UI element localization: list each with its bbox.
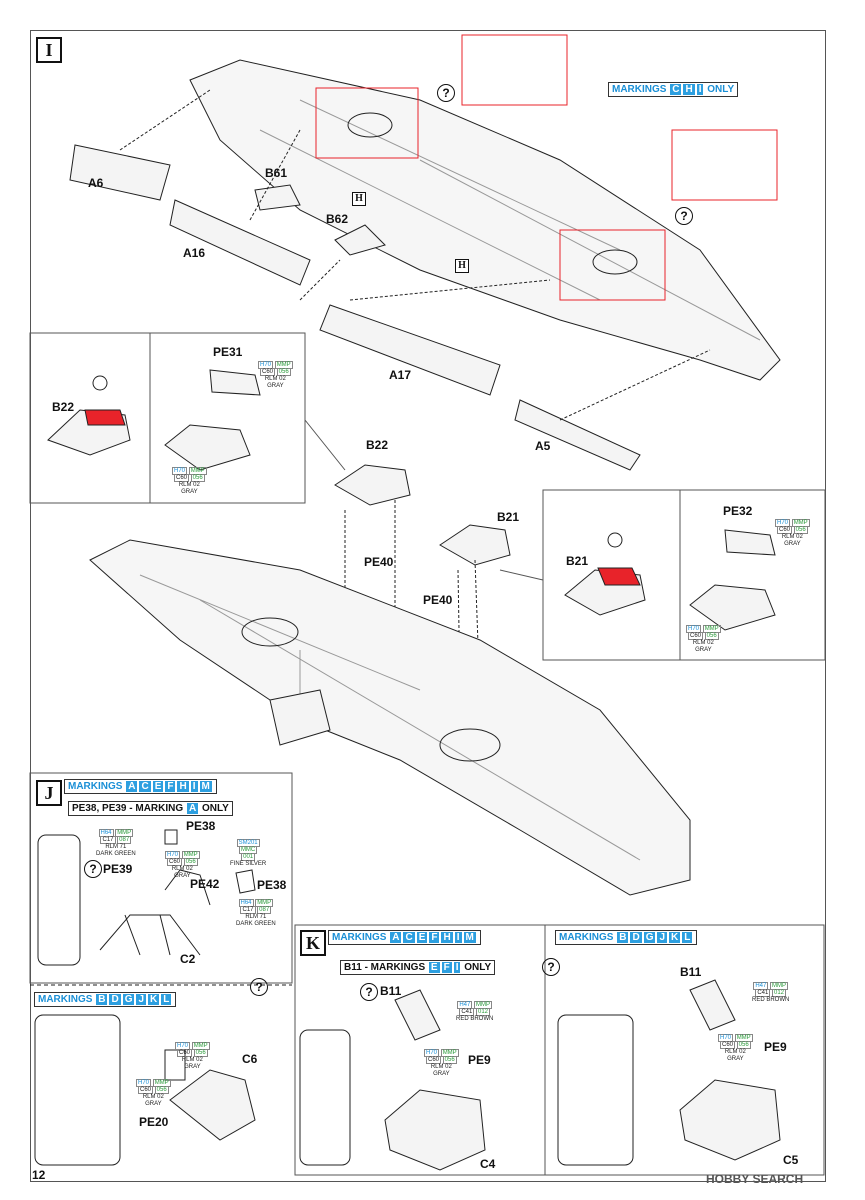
part-b22: B22 — [52, 400, 75, 414]
part-pe32: PE32 — [723, 504, 753, 518]
page-number: 12 — [32, 1168, 46, 1182]
step-k-label: K — [300, 930, 326, 956]
part-a16: A16 — [183, 246, 206, 260]
question-icon: ? — [542, 958, 560, 976]
question-icon: ? — [250, 978, 268, 996]
paint-callout: SM201 MMC 001 FINE SILVER — [230, 839, 267, 867]
part-pe40: PE40 — [423, 593, 453, 607]
step-j-label: J — [36, 780, 62, 806]
part-c4: C4 — [480, 1157, 496, 1171]
part-b61: B61 — [265, 166, 288, 180]
part-c5: C5 — [783, 1153, 799, 1167]
part-b62: B62 — [326, 212, 349, 226]
question-icon: ? — [84, 860, 102, 878]
paint-callout: H47 MMP C41 012 RED BROWN — [456, 1001, 494, 1022]
question-icon: ? — [675, 207, 693, 225]
part-c2: C2 — [180, 952, 196, 966]
flap-a16 — [169, 199, 311, 286]
part-pe20: PE20 — [139, 1115, 169, 1129]
part-b62 — [334, 224, 386, 256]
aileron-a5 — [514, 399, 641, 471]
part-b11: B11 — [380, 984, 402, 998]
part-c6: C6 — [242, 1052, 258, 1066]
question-icon: ? — [437, 84, 455, 102]
paint-callout: H47 MMP C41 012 RED BROWN — [752, 982, 790, 1003]
part-pe39: PE39 — [103, 862, 133, 876]
part-b21: B21 — [566, 554, 589, 568]
part-a5: A5 — [535, 439, 551, 453]
step-j-note: PE38, PE39 - MARKING A ONLY — [68, 801, 233, 816]
part-pe38: PE38 — [257, 878, 287, 892]
step-i-label: I — [36, 37, 62, 63]
part-pe38: PE38 — [186, 819, 216, 833]
part-pe9: PE9 — [764, 1040, 787, 1054]
part-pe31: PE31 — [213, 345, 243, 359]
question-icon: ? — [360, 983, 378, 1001]
step-ref-h: H — [352, 192, 366, 206]
part-pe9: PE9 — [468, 1053, 491, 1067]
part-b61 — [254, 184, 301, 211]
watermark: HOBBY SEARCH — [706, 1172, 804, 1186]
part-a17: A17 — [389, 368, 412, 382]
part-pe40: PE40 — [364, 555, 394, 569]
flap-a17 — [319, 304, 501, 396]
step-ref-h: H — [455, 259, 469, 273]
part-pe42: PE42 — [190, 877, 220, 891]
part-a6: A6 — [88, 176, 104, 190]
aileron-a6 — [69, 144, 171, 201]
part-b11: B11 — [680, 965, 702, 979]
part-b22: B22 — [366, 438, 389, 452]
part-b21: B21 — [497, 510, 520, 524]
